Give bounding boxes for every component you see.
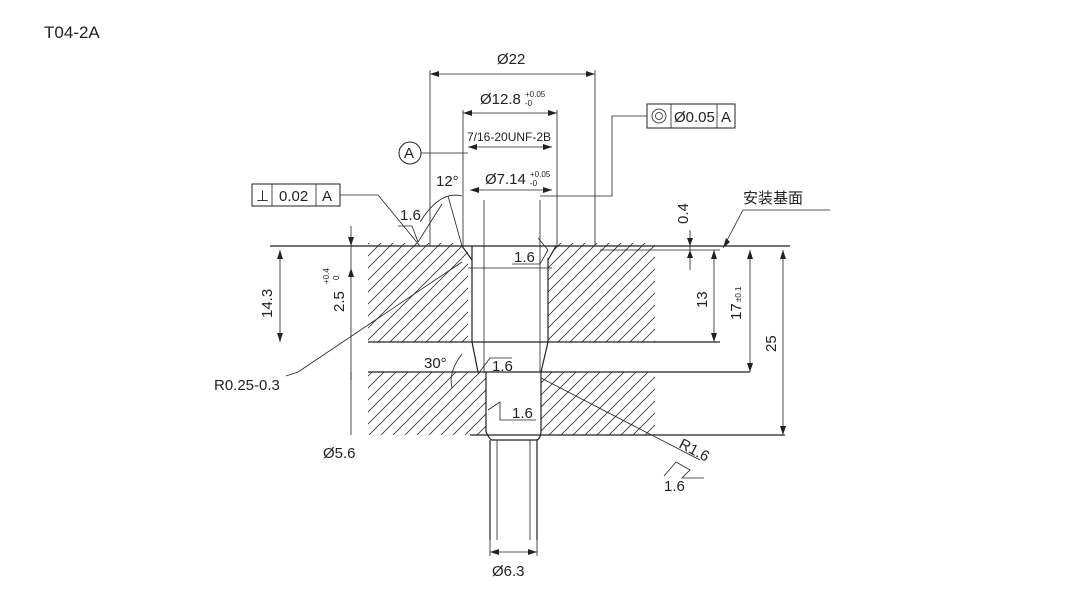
perpendicularity-frame: ⊥ 0.02 A — [251, 183, 421, 247]
dim-d6-3: Ø6.3 — [492, 563, 525, 580]
dim-2-5: 2.5 — [331, 291, 348, 312]
radius-large: R1.6 — [676, 436, 712, 466]
radius-small: R0.25-0.3 — [214, 377, 280, 394]
dim-d5-6: Ø5.6 — [323, 445, 356, 462]
dim-d7-14: Ø7.14 — [485, 171, 526, 188]
dim-17-tol: ±0.1 — [734, 286, 743, 302]
top-dimensions: Ø22 Ø12.8 +0.05 -0 7/16-20UNF-2B Ø7.14 +… — [419, 51, 596, 247]
dim-d12-8-tol-lower: -0 — [525, 99, 533, 108]
dim-25: 25 — [763, 335, 780, 352]
roughness-symbols: 1.6 1.6 1.6 1.6 1.6 — [398, 203, 704, 495]
datum-a-marker: A — [398, 141, 468, 165]
concentricity-icon — [651, 108, 667, 124]
roughness-top-left: 1.6 — [400, 207, 421, 224]
perpendicularity-datum: A — [322, 188, 332, 205]
datum-a-label: A — [404, 145, 414, 162]
dim-d22: Ø22 — [497, 51, 525, 68]
part-outline — [270, 200, 790, 540]
roughness-bore: 1.6 — [514, 249, 535, 266]
left-dimensions: 14.3 2.5 +0.4 0 R0.25-0.3 30° Ø5.6 — [214, 226, 463, 462]
roughness-bottom: 1.6 — [664, 478, 685, 495]
concentricity-datum: A — [721, 109, 731, 126]
roughness-step: 1.6 — [492, 358, 513, 375]
dim-17: 17 — [728, 303, 745, 320]
drawing-title: T04-2A — [44, 23, 100, 42]
dim-13: 13 — [694, 291, 711, 308]
dim-d7-14-tol-upper: +0.05 — [530, 170, 551, 179]
concentricity-value: Ø0.05 — [674, 109, 715, 126]
dim-d7-14-tol-lower: -0 — [530, 179, 538, 188]
bottom-dimension: Ø6.3 — [489, 540, 538, 580]
dim-14-3: 14.3 — [259, 289, 276, 318]
angle-12: 12° — [436, 173, 459, 190]
dim-0-4: 0.4 — [675, 203, 692, 224]
perpendicularity-icon: ⊥ — [256, 188, 269, 205]
right-dimensions: 0.4 13 17 ±0.1 25 安装基面 — [600, 190, 830, 435]
dim-d12-8: Ø12.8 — [480, 91, 521, 108]
perpendicularity-value: 0.02 — [279, 188, 308, 205]
dim-2-5-tol-lower: 0 — [332, 275, 341, 280]
dim-thread: 7/16-20UNF-2B — [467, 130, 551, 144]
hatched-body — [368, 243, 655, 435]
dim-2-5-tol-upper: +0.4 — [322, 268, 331, 284]
roughness-lower-bore: 1.6 — [512, 405, 533, 422]
angle-30: 30° — [424, 355, 447, 372]
mount-face-label: 安装基面 — [743, 190, 803, 207]
dim-d12-8-tol-upper: +0.05 — [525, 90, 546, 99]
concentricity-frame: Ø0.05 A — [540, 103, 736, 197]
